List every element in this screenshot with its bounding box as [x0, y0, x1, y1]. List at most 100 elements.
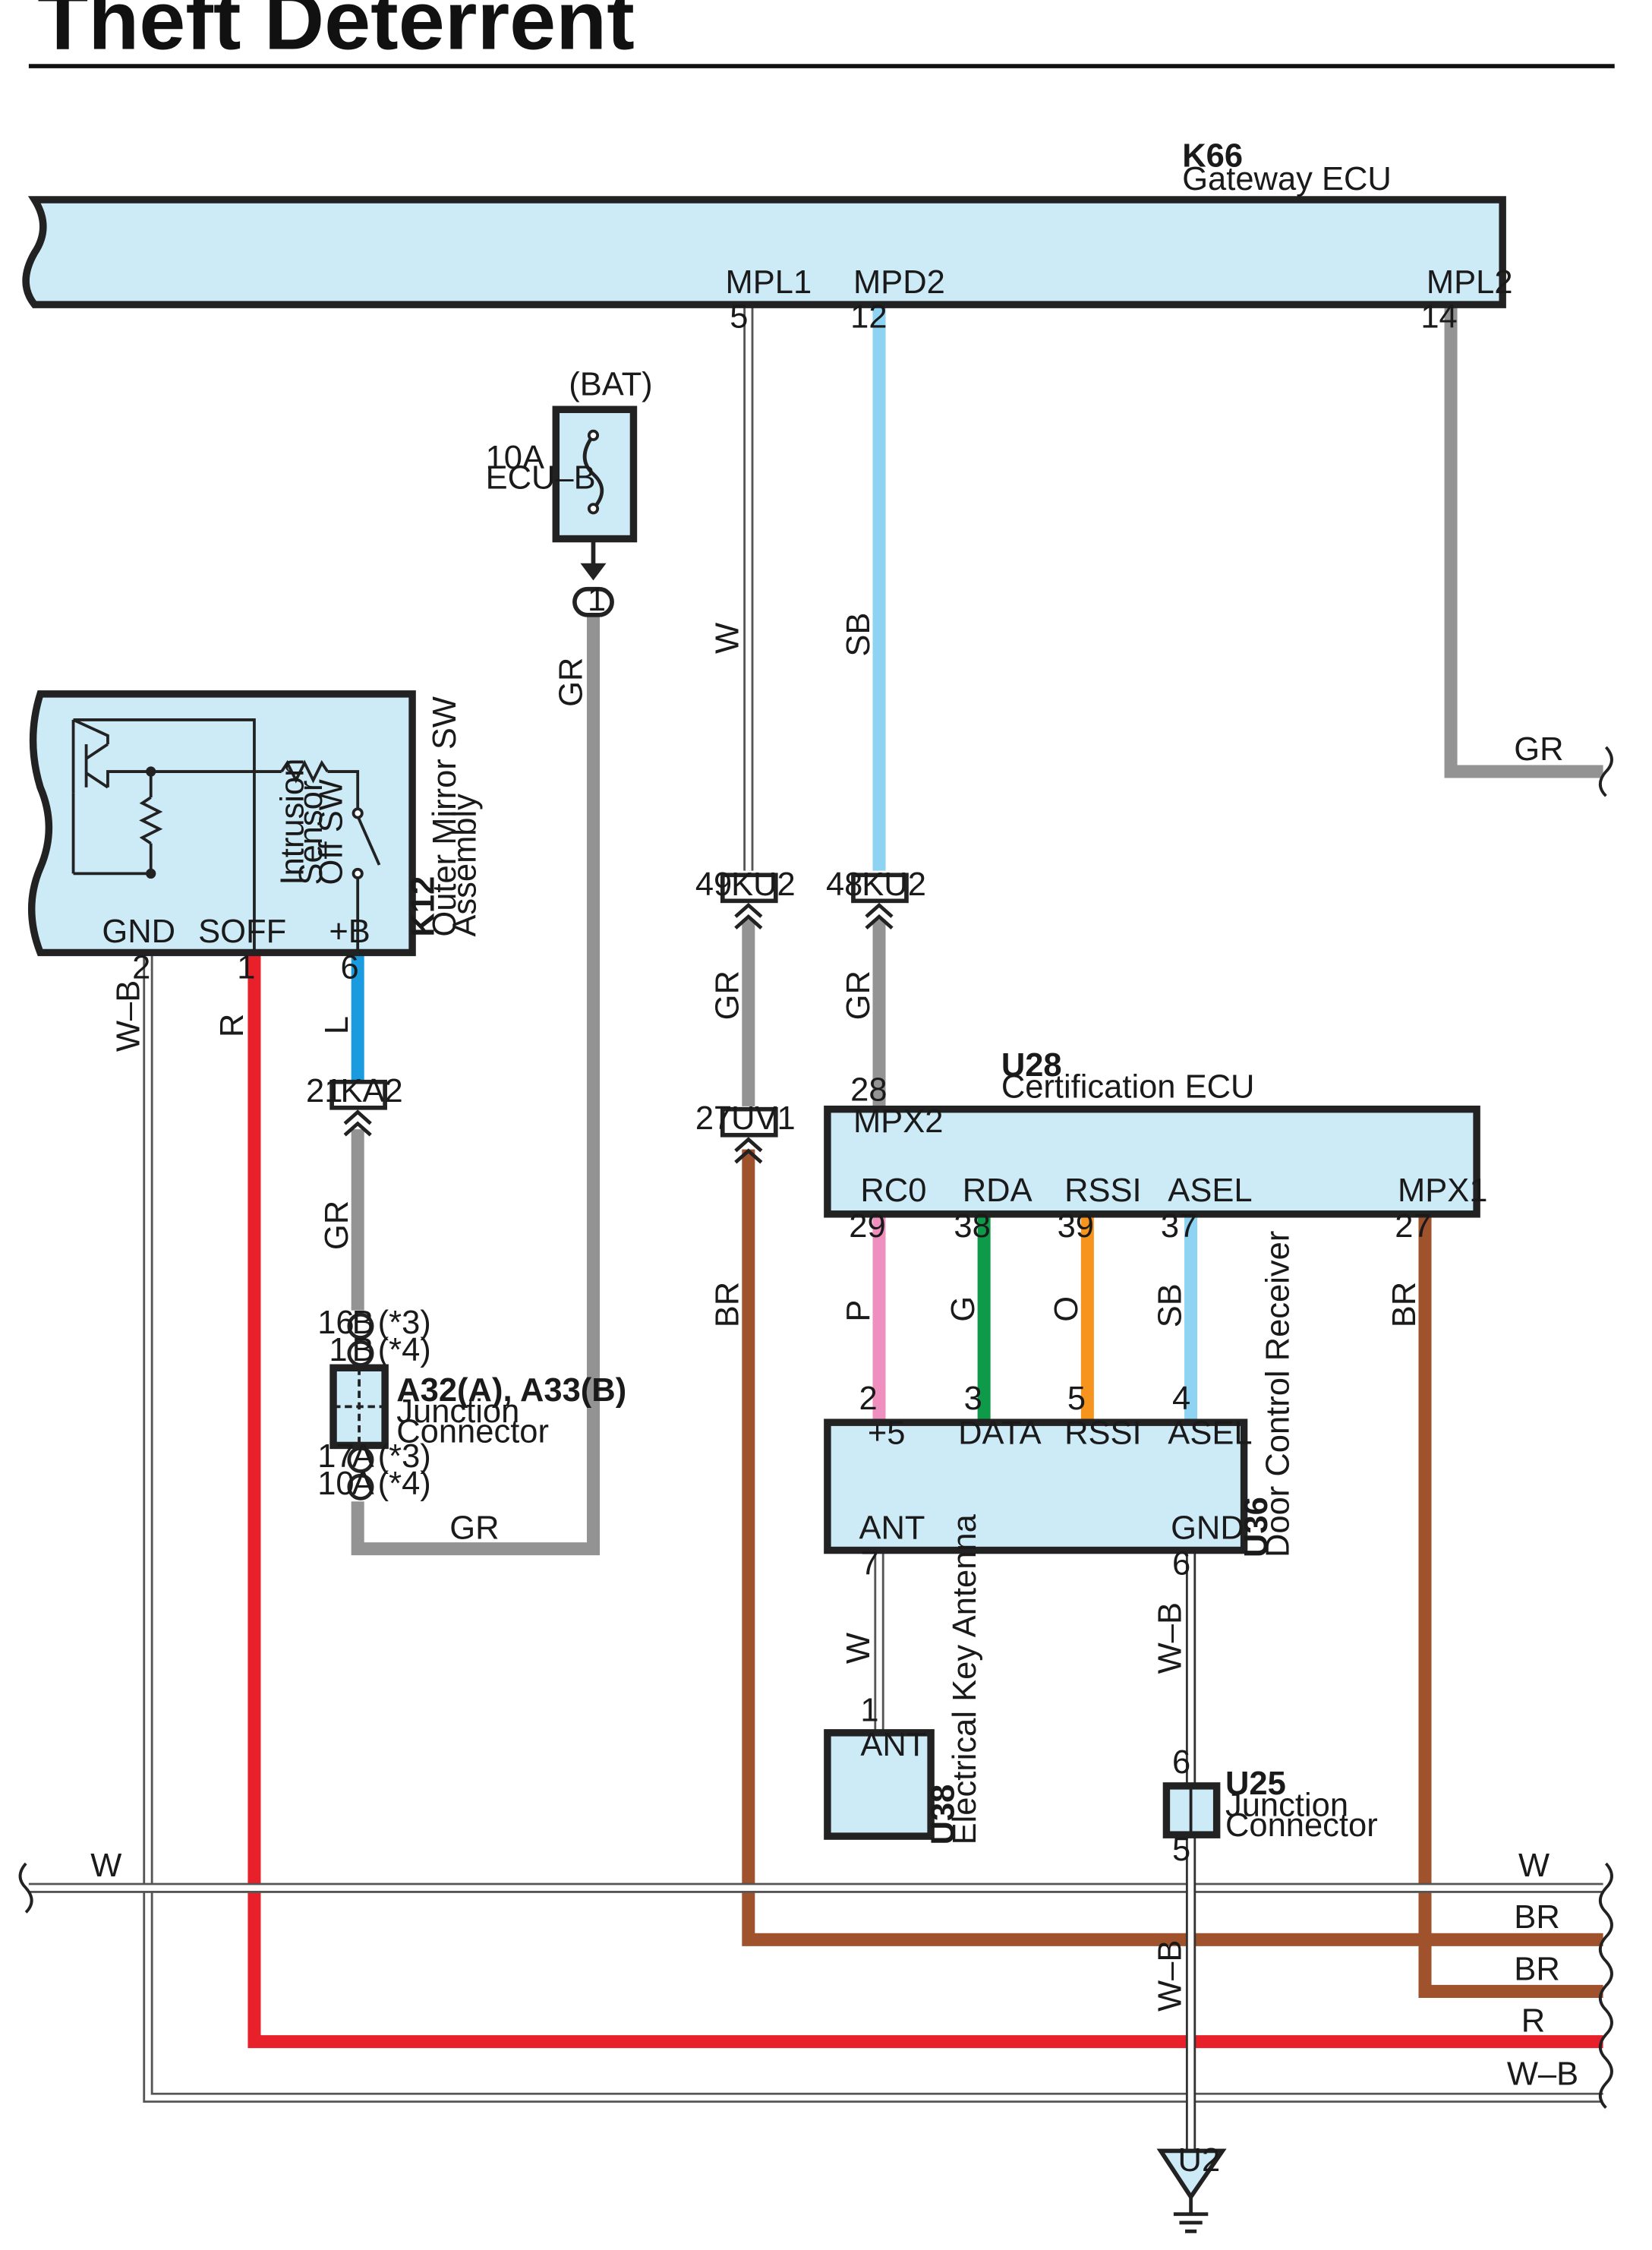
mirror-code: K12	[405, 876, 441, 937]
pin-num-mpx2: 28	[850, 1071, 887, 1108]
pin-rc0: RC0	[860, 1172, 926, 1209]
mirror-name-1: Outer Mirror SW	[427, 696, 463, 937]
connector-ka2: KA2 21	[306, 1073, 403, 1137]
wire-label: GR	[319, 1201, 355, 1250]
wire-r-soff	[247, 954, 1603, 2049]
wire-label: W	[1518, 1848, 1550, 1884]
wire-label: GR	[449, 1510, 499, 1546]
connector-label: UV1	[731, 1100, 796, 1137]
outer-mirror-sw: Intrusion Sensor Off SW GND SOFF +B 2 1 …	[28, 690, 483, 986]
pin-mpx2: MPX2	[853, 1103, 943, 1140]
wire-label: BR	[710, 1282, 746, 1327]
resistor-icon	[280, 759, 329, 784]
pin-num-rssi: 39	[1058, 1208, 1094, 1245]
pin-num-ant: 7	[860, 1546, 878, 1583]
connector-label: KA2	[340, 1073, 402, 1109]
break-marks	[18, 746, 1613, 2110]
pin-gnd-rx: GND	[1171, 1510, 1244, 1546]
connector-num: 49	[695, 866, 732, 903]
wire-label: GR	[840, 970, 877, 1020]
wire-label: P	[840, 1300, 877, 1322]
pin-num-mpl1: 5	[730, 298, 748, 335]
wire-label: BR	[1386, 1282, 1423, 1327]
pin-num-asel-rx: 4	[1172, 1381, 1190, 1417]
wire-label: G	[945, 1296, 982, 1322]
pin-num-soff: 1	[237, 950, 255, 986]
pin-num-data: 3	[964, 1381, 982, 1417]
fuse-terminal-num: 1	[588, 582, 606, 618]
pin-num-plus-b: 6	[340, 950, 358, 986]
wire-label: GR	[1514, 731, 1563, 768]
mirror-circuit	[71, 718, 381, 953]
pin-rda: RDA	[963, 1172, 1032, 1209]
wire-label: W	[840, 1633, 877, 1664]
pin-letter: A	[352, 1438, 374, 1475]
switch-label-3: Off SW	[313, 779, 349, 885]
pin-ant: ANT	[859, 1510, 925, 1546]
wire-label: W	[90, 1848, 121, 1884]
pin-letter: A	[352, 1466, 374, 1502]
pin-num-asel: 37	[1161, 1208, 1197, 1245]
connector-label: KU2	[862, 866, 926, 903]
gateway-code: K66	[1182, 137, 1243, 174]
pin-num-plus5: 2	[859, 1381, 878, 1417]
connector-ku2-49: KU2 49	[695, 866, 796, 930]
connector-num: 27	[695, 1100, 732, 1137]
connector-chevron-icon	[734, 1137, 763, 1164]
door-rx-name: Door Control Receiver	[1259, 1231, 1296, 1557]
pin-rssi-rx: RSSI	[1064, 1415, 1142, 1452]
antenna-pin-num: 1	[860, 1693, 878, 1729]
pin-gnd: GND	[102, 914, 175, 950]
jc-a32-code: A32(A), A33(B)	[396, 1372, 626, 1409]
jc-a32-name-2: Connector	[396, 1414, 549, 1450]
u25-pin-bottom: 5	[1172, 1832, 1190, 1868]
fuse-name: ECU–B	[486, 459, 596, 496]
arrow-down-icon	[580, 563, 607, 581]
connector-num: 21	[306, 1073, 342, 1109]
pin-num-gnd: 2	[132, 950, 150, 986]
antenna-code: U38	[925, 1785, 961, 1845]
wire-label: BR	[1514, 1899, 1559, 1936]
wire-labels: W SB GR GR GR GR L GR GR W–B R BR P G O …	[90, 613, 1578, 2093]
break-mark	[1598, 746, 1613, 797]
connector-uv1: UV1 27	[695, 1100, 796, 1164]
u25-name-1: Junction	[1225, 1788, 1348, 1824]
switch-label-2: Sensor	[293, 781, 329, 885]
wire-label: W–B	[111, 980, 147, 1052]
connector-num: 48	[826, 866, 862, 903]
wire-gr-mpl2	[1444, 305, 1603, 778]
antenna-pin: ANT	[860, 1727, 926, 1763]
resistor-icon	[139, 796, 163, 845]
pin-soff: SOFF	[198, 914, 286, 950]
pin-num: 16	[317, 1305, 354, 1341]
wire-label: W–B	[1152, 1940, 1188, 2012]
connector-chevron-icon	[865, 902, 894, 930]
junction-connector-u25: 6 5 U25 Junction Connector	[1162, 1744, 1378, 1868]
wire-label: W	[710, 623, 746, 654]
pin-asel-rx: ASEL	[1168, 1415, 1252, 1452]
jc-a32-name-1: Junction	[396, 1393, 519, 1430]
pin-mpl2: MPL2	[1427, 264, 1513, 301]
fuse-rating: 10A	[486, 440, 544, 476]
pin-num-gnd-rx: 6	[1172, 1546, 1190, 1583]
connector-label: KU2	[731, 866, 796, 903]
antenna-name: Electrical Key Antenna	[947, 1513, 983, 1844]
break-mark	[18, 1862, 33, 1914]
wire-label: R	[1521, 2002, 1545, 2039]
note: (*4)	[378, 1332, 431, 1368]
wire-br-mpx1	[1418, 1215, 1603, 1998]
wire-label: O	[1048, 1296, 1085, 1322]
u25-name-2: Connector	[1225, 1807, 1378, 1844]
wire-gr-fuse	[351, 614, 600, 1556]
ground-u2: U2	[1156, 2142, 1227, 2233]
connector-chevron-icon	[734, 902, 763, 930]
pin-num: 1	[329, 1332, 347, 1368]
certification-ecu: U28 Certification ECU MPX2 RC0 RDA RSSI …	[824, 1047, 1488, 1245]
connector-ku2-48: KU2 48	[826, 866, 926, 930]
note: (*3)	[378, 1438, 431, 1475]
pin-mpd2: MPD2	[853, 264, 945, 301]
u25-pin-top: 6	[1172, 1744, 1190, 1781]
cert-ecu-name: Certification ECU	[1001, 1069, 1255, 1106]
pin-letter: B	[352, 1305, 374, 1341]
pin-mpx1: MPX1	[1398, 1172, 1487, 1209]
